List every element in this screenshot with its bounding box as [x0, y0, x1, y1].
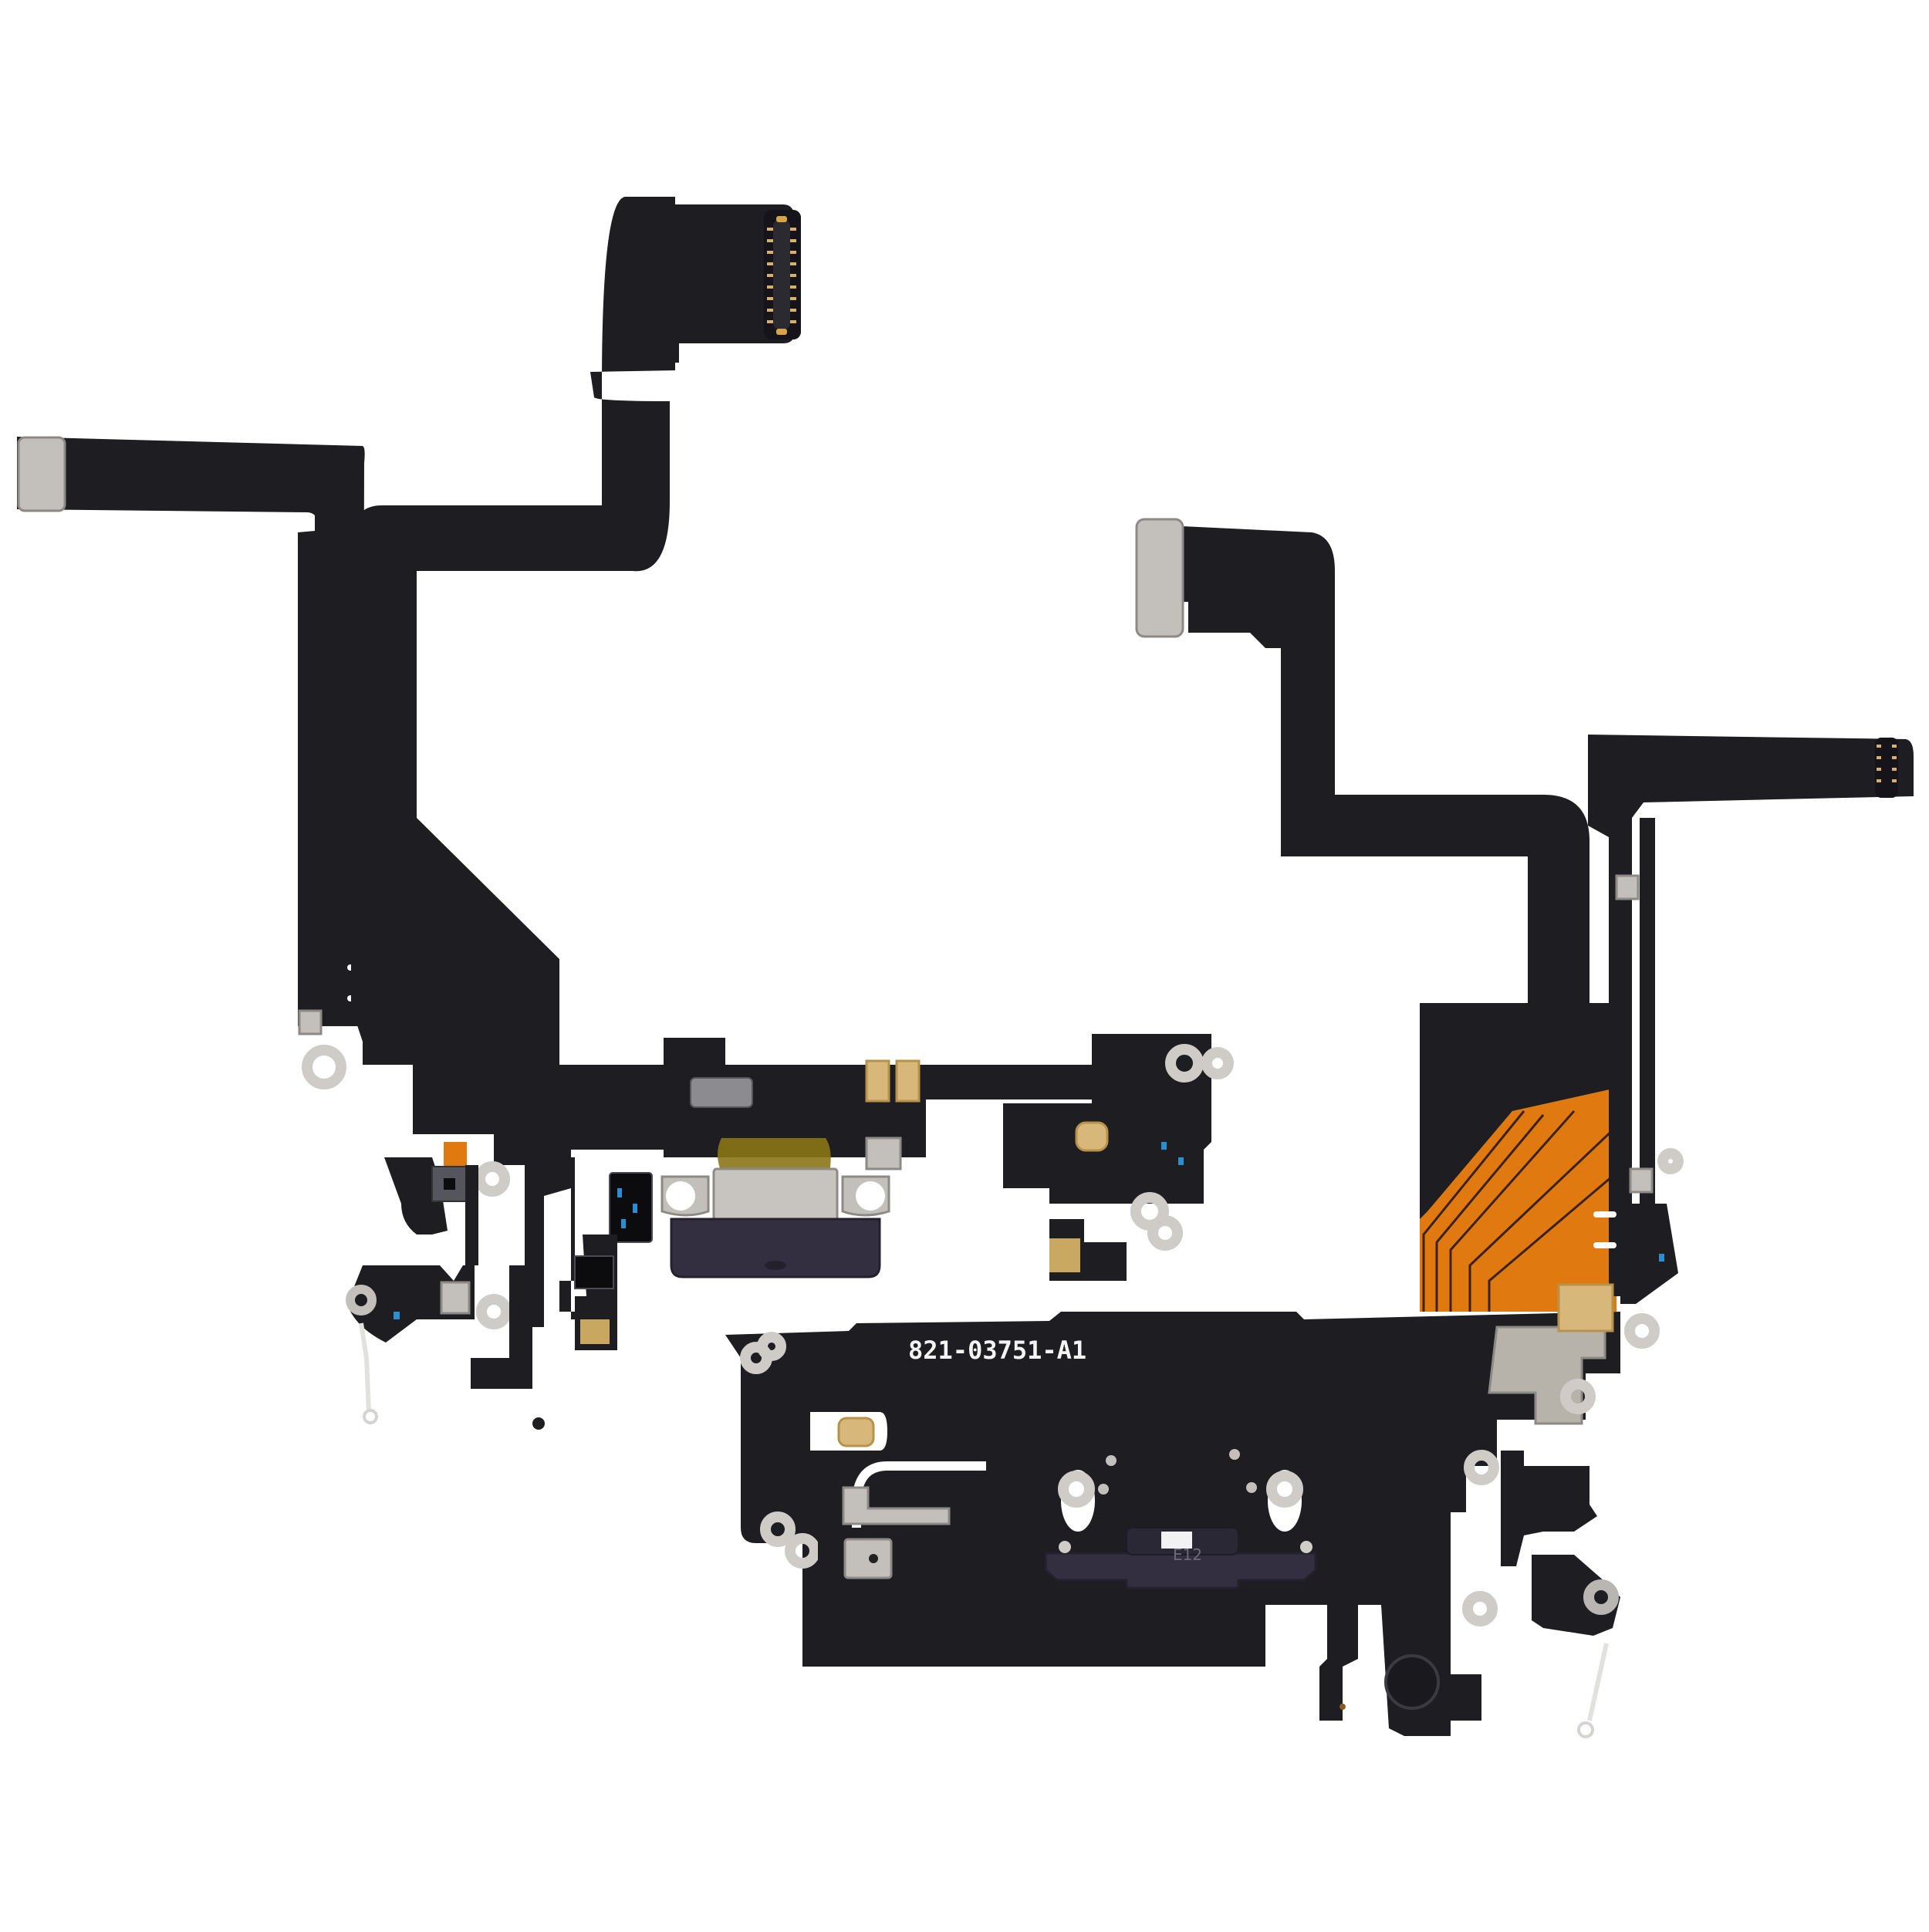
microphone-grommet [1384, 1654, 1440, 1710]
small-flex-connector [690, 1077, 753, 1108]
port-housing [670, 1218, 881, 1278]
gold-pad-2 [895, 1059, 921, 1103]
left-charging-port [609, 1137, 902, 1278]
right-top-arm [1135, 518, 1589, 1003]
right-charging-port: E12 [1044, 1527, 1317, 1589]
left-lower-branches [471, 1150, 617, 1430]
datamatrix-label [1161, 1532, 1192, 1549]
right-gold-pad [837, 1417, 875, 1447]
right-main-body: 821-03751-A1 [725, 1283, 1620, 1667]
left-antenna-arm [17, 436, 370, 1089]
part-number-silkscreen: 821-03751-A1 [908, 1336, 1086, 1365]
left-main-flex [351, 197, 1204, 1250]
right-port-housing [1044, 1552, 1317, 1589]
top-board-connector [764, 210, 801, 339]
port-mark: E12 [1173, 1545, 1202, 1564]
left-right-branch [1049, 1034, 1234, 1281]
orange-flex-section [1420, 1003, 1618, 1312]
left-flex-assembly [17, 197, 1234, 1430]
metal-shield-plate [1488, 1326, 1606, 1425]
left-antenna-modules [346, 1142, 512, 1424]
left-arm-steel-tab [17, 436, 66, 512]
right-arm-steel-tab [1135, 518, 1184, 638]
right-board-connector [1875, 738, 1898, 798]
gold-pad-1 [865, 1059, 890, 1103]
right-flex-assembly: 821-03751-A1 [725, 518, 1914, 1738]
left-screw-ring-1 [302, 1045, 346, 1089]
left-lower-contact [580, 1319, 610, 1344]
right-lower-branches [1319, 1450, 1620, 1738]
gold-shield-contact [1557, 1283, 1614, 1332]
right-side-strip [1588, 735, 1914, 1349]
gold-pad-3 [1075, 1121, 1109, 1152]
port-steel-shell [712, 1167, 839, 1223]
